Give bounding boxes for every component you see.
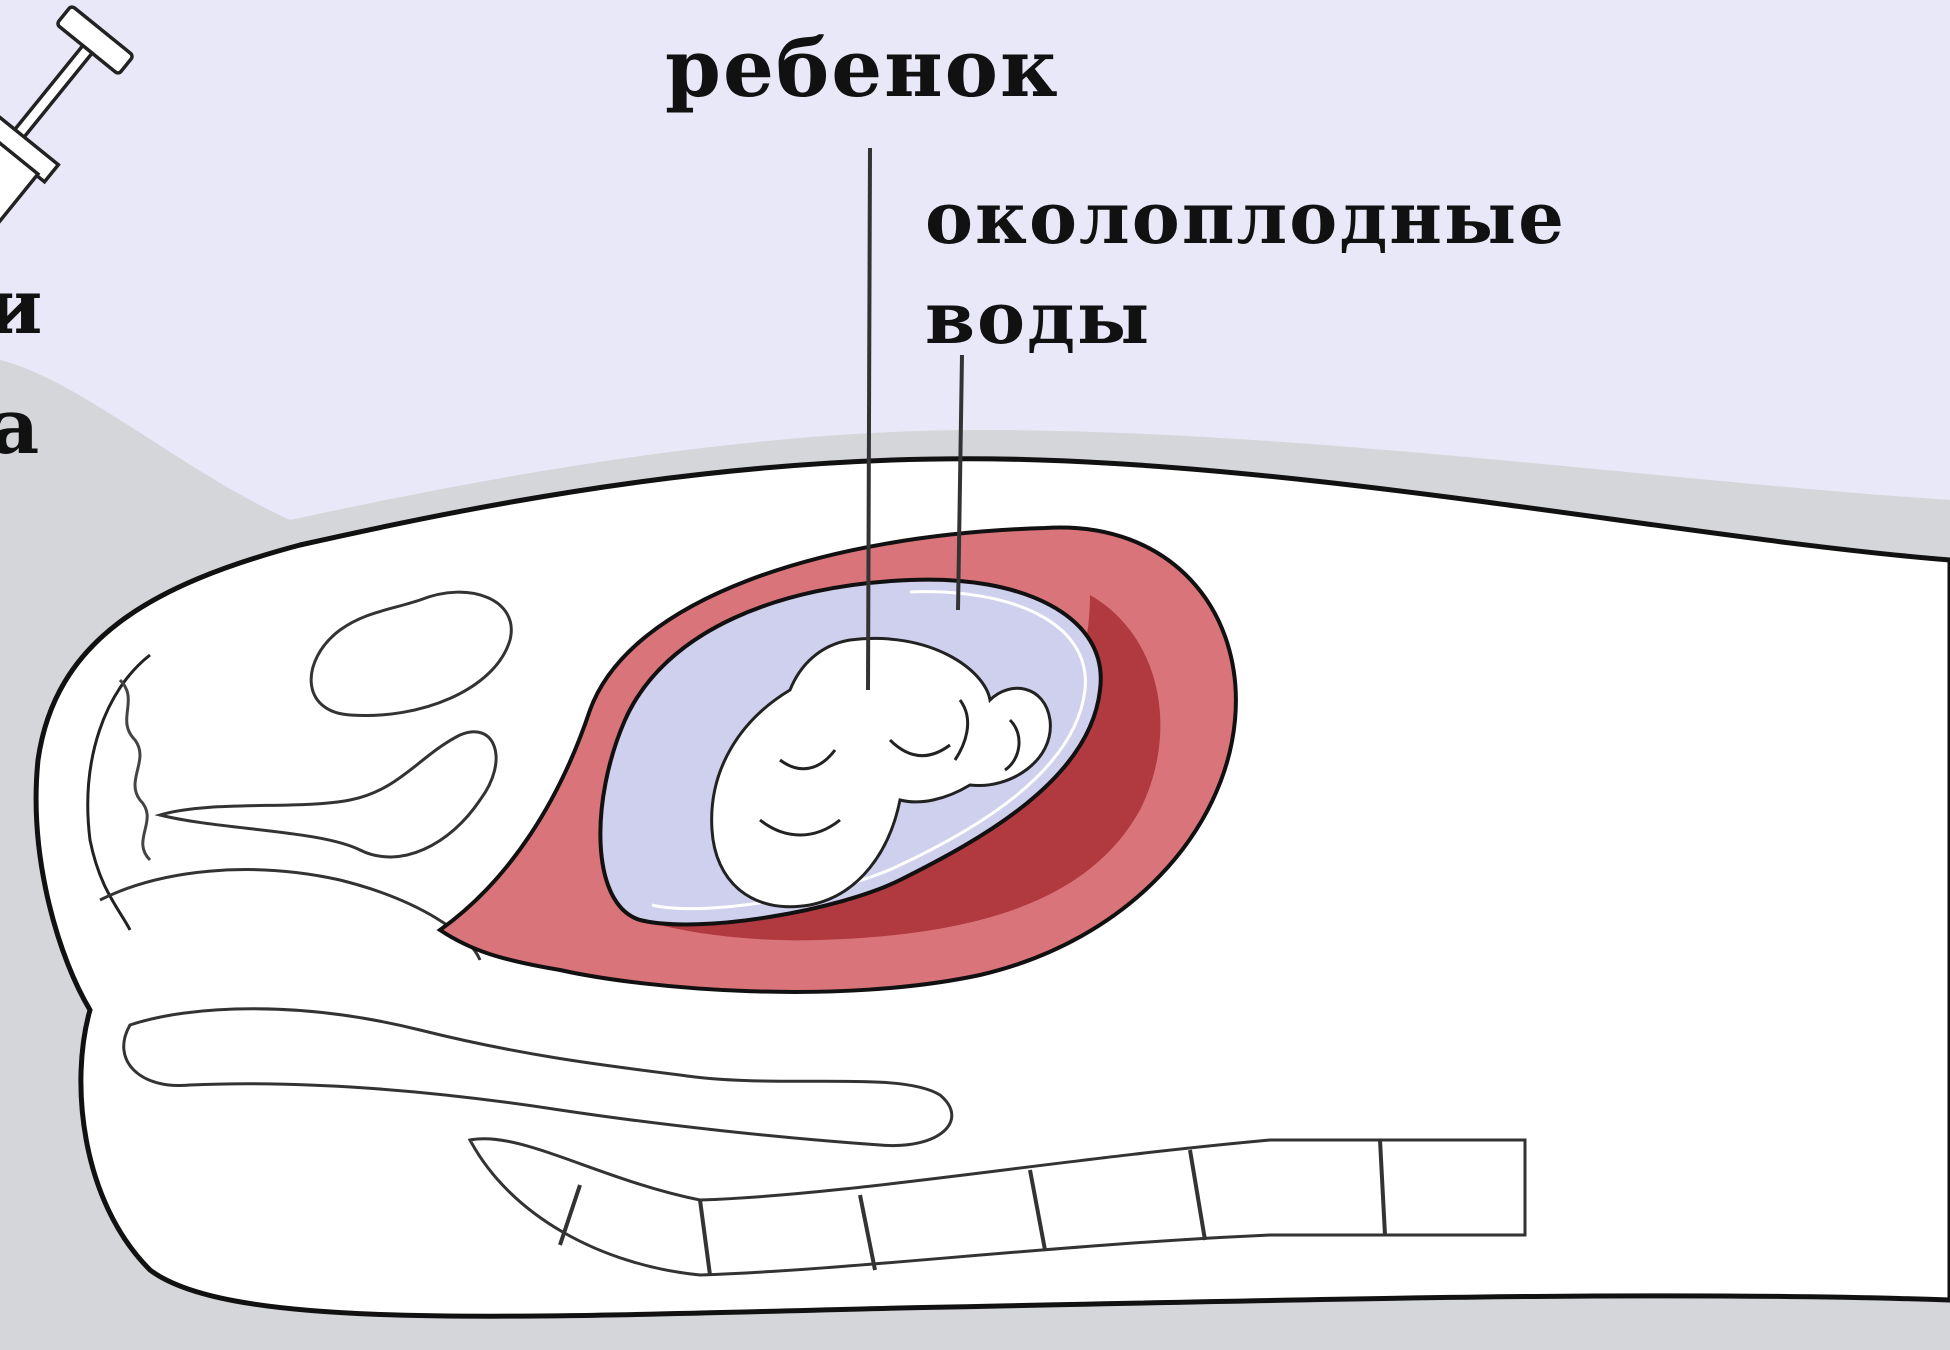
amniotic-fluid-label: околоплодные воды [925,168,1566,368]
cropped-label-2: а [0,382,41,472]
amniotic-fluid-label-line2: воды [925,268,1566,368]
cropped-label-1: и [0,262,44,352]
baby-leader-line [868,148,870,690]
amniotic-fluid-label-line1: околоплодные [925,168,1566,268]
baby-label: ребенок [665,20,1060,116]
